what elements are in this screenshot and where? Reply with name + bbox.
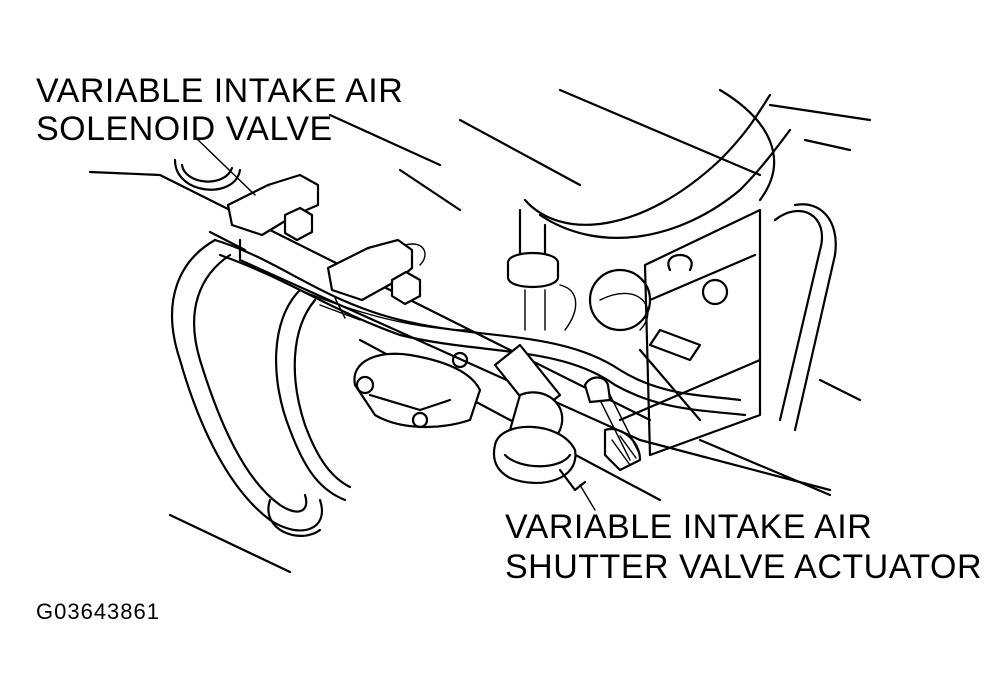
solenoid-valve-label-line2: SOLENOID VALVE [36, 110, 333, 148]
solenoid-valve-label-line1: VARIABLE INTAKE AIR [36, 72, 404, 110]
actuator-label-line1: VARIABLE INTAKE AIR [505, 508, 873, 546]
upper-hose [506, 93, 792, 331]
left-hose-loop [171, 238, 352, 537]
solenoid-valve-2 [326, 238, 426, 306]
vacuum-hoses [213, 238, 747, 417]
leader-lines [194, 136, 596, 511]
figure-code: G03643861 [36, 599, 160, 624]
shutter-valve-actuator [353, 343, 642, 492]
plenum-rails [88, 170, 832, 502]
actuator-label-line2: SHUTTER VALVE ACTUATOR [505, 548, 983, 586]
right-bracket [588, 203, 837, 457]
solenoid-valve-1 [173, 158, 320, 260]
background-lines [168, 88, 872, 574]
